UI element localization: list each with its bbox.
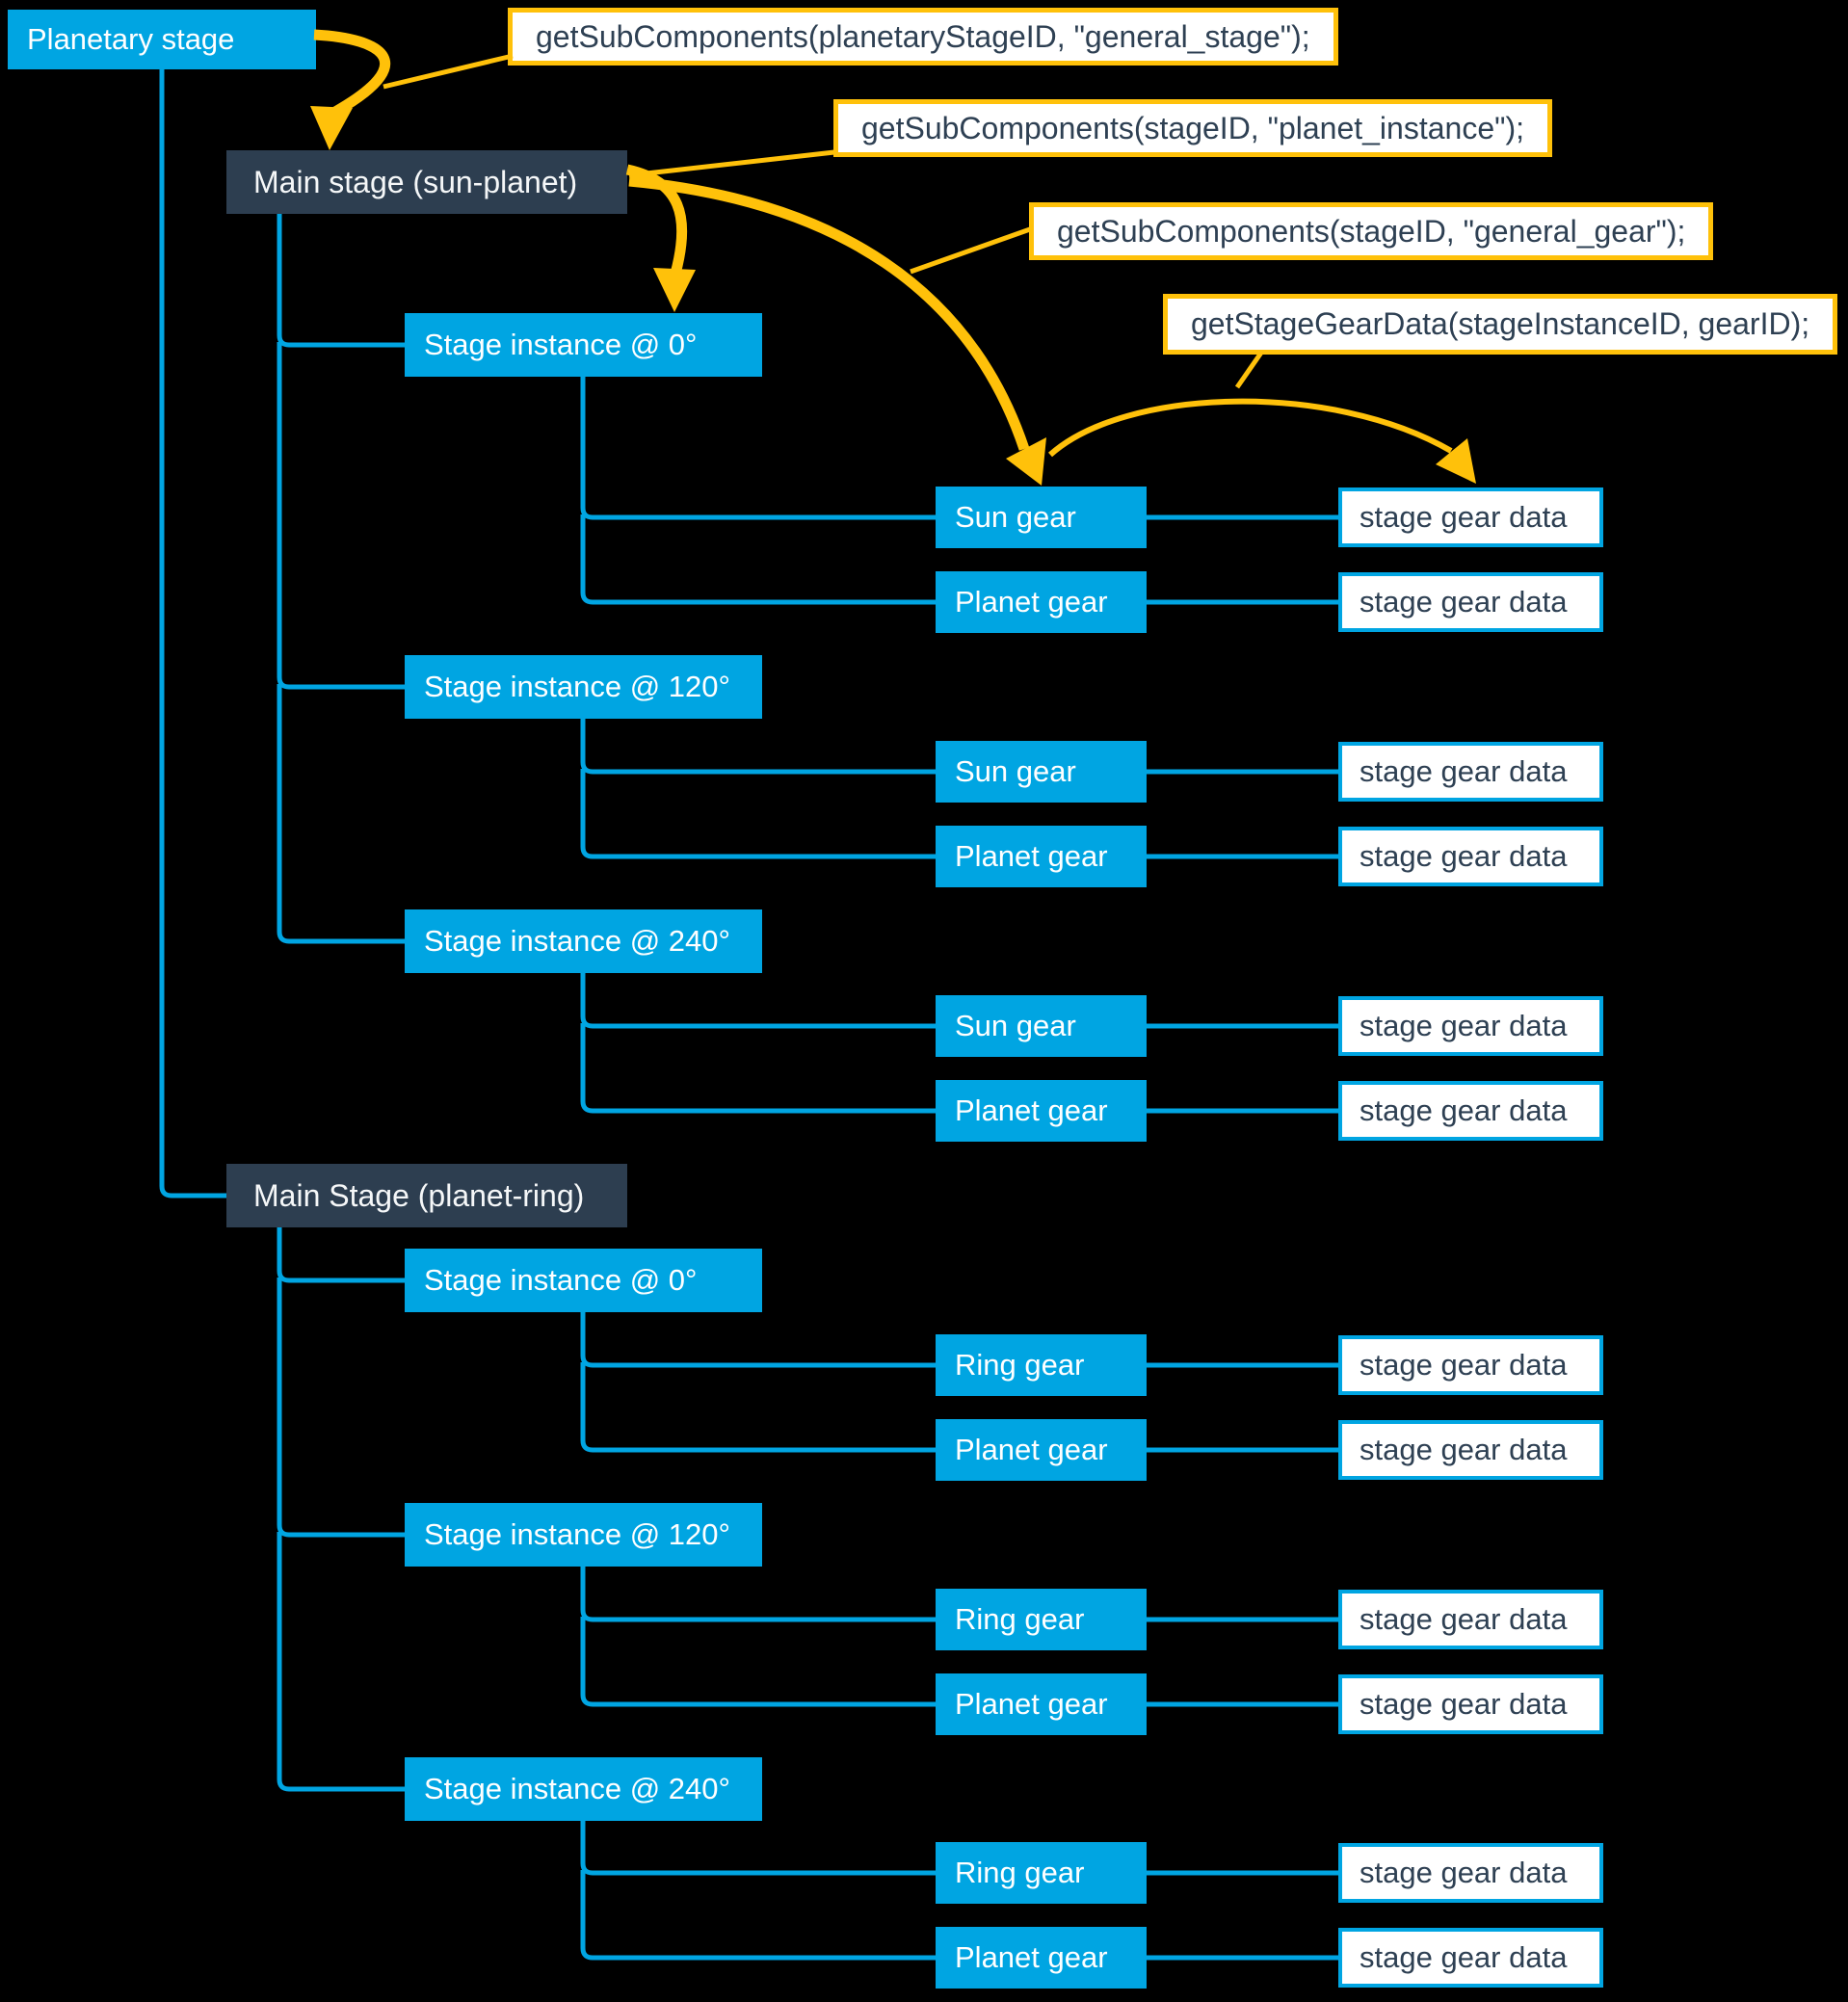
gear-node: Ring gear bbox=[936, 1589, 1147, 1650]
gear-node: Planet gear bbox=[936, 1673, 1147, 1735]
stage-gear-data-node: stage gear data bbox=[1338, 487, 1603, 547]
connector-si2a-gears bbox=[580, 1312, 936, 1453]
arrow-root-to-mainstage bbox=[313, 29, 391, 117]
connector-root-to-mainstage2 bbox=[159, 69, 226, 1199]
leader-api-call-1 bbox=[383, 53, 514, 90]
stage-gear-data-node: stage gear data bbox=[1338, 742, 1603, 802]
api-call-get-subcomponents-general-gear: getSubComponents(stageID, "general_gear"… bbox=[1029, 202, 1714, 260]
connector-gear-to-data bbox=[1147, 514, 1338, 1961]
leader-api-call-4 bbox=[1234, 351, 1264, 389]
stage-instance-node: Stage instance @ 120° bbox=[405, 1503, 762, 1567]
arrowhead-mainstage-to-instance bbox=[653, 268, 696, 312]
leader-api-call-2 bbox=[628, 149, 835, 178]
connector-si1b-gears bbox=[580, 719, 936, 859]
api-call-get-subcomponents-planet-instance: getSubComponents(stageID, "planet_instan… bbox=[833, 99, 1553, 157]
gear-node: Sun gear bbox=[936, 995, 1147, 1057]
stage-gear-data-node: stage gear data bbox=[1338, 1590, 1603, 1649]
gear-node: Planet gear bbox=[936, 571, 1147, 633]
stage-gear-data-node: stage gear data bbox=[1338, 1843, 1603, 1903]
gear-node: Ring gear bbox=[936, 1842, 1147, 1904]
stage-instance-node: Stage instance @ 240° bbox=[405, 1757, 762, 1821]
gear-node: Planet gear bbox=[936, 1080, 1147, 1142]
arrow-mainstage-to-instance bbox=[625, 164, 688, 276]
stage-gear-data-node: stage gear data bbox=[1338, 1928, 1603, 1988]
connector-si2c-gears bbox=[580, 1821, 936, 1961]
arrowhead-gear-to-geardata bbox=[1436, 438, 1476, 484]
root-node-planetary-stage: Planetary stage bbox=[8, 10, 316, 69]
stage-instance-node: Stage instance @ 240° bbox=[405, 909, 762, 973]
api-call-get-subcomponents-general-stage: getSubComponents(planetaryStageID, "gene… bbox=[508, 8, 1338, 66]
connector-mainstage2-branches bbox=[277, 1227, 405, 1792]
connector-si2b-gears bbox=[580, 1567, 936, 1707]
stage-gear-data-node: stage gear data bbox=[1338, 1081, 1603, 1141]
stage-gear-data-node: stage gear data bbox=[1338, 827, 1603, 886]
arrow-gear-to-geardata bbox=[1047, 398, 1453, 458]
gear-node: Sun gear bbox=[936, 487, 1147, 548]
api-call-get-stage-gear-data: getStageGearData(stageInstanceID, gearID… bbox=[1163, 294, 1838, 355]
stage-instance-node: Stage instance @ 0° bbox=[405, 313, 762, 377]
gear-node: Sun gear bbox=[936, 741, 1147, 803]
connector-si1c-gears bbox=[580, 973, 936, 1114]
gear-node: Ring gear bbox=[936, 1334, 1147, 1396]
stage-gear-data-node: stage gear data bbox=[1338, 572, 1603, 632]
gear-node: Planet gear bbox=[936, 826, 1147, 887]
connector-si1a-gears bbox=[580, 377, 936, 605]
stage-gear-data-node: stage gear data bbox=[1338, 1420, 1603, 1480]
stage-instance-node: Stage instance @ 120° bbox=[405, 655, 762, 719]
main-stage-sun-planet-node: Main stage (sun-planet) bbox=[226, 150, 627, 214]
stage-gear-data-node: stage gear data bbox=[1338, 996, 1603, 1056]
gear-node: Planet gear bbox=[936, 1419, 1147, 1481]
gear-node: Planet gear bbox=[936, 1927, 1147, 1989]
arrowhead-root-to-mainstage bbox=[310, 106, 353, 150]
main-stage-planet-ring-node: Main Stage (planet-ring) bbox=[226, 1164, 627, 1227]
arrowhead-mainstage-to-gear bbox=[1006, 437, 1046, 486]
leader-api-call-3 bbox=[910, 226, 1031, 275]
stage-instance-node: Stage instance @ 0° bbox=[405, 1249, 762, 1312]
connector-mainstage1-branches bbox=[277, 214, 405, 944]
stage-gear-data-node: stage gear data bbox=[1338, 1674, 1603, 1734]
stage-gear-data-node: stage gear data bbox=[1338, 1335, 1603, 1395]
